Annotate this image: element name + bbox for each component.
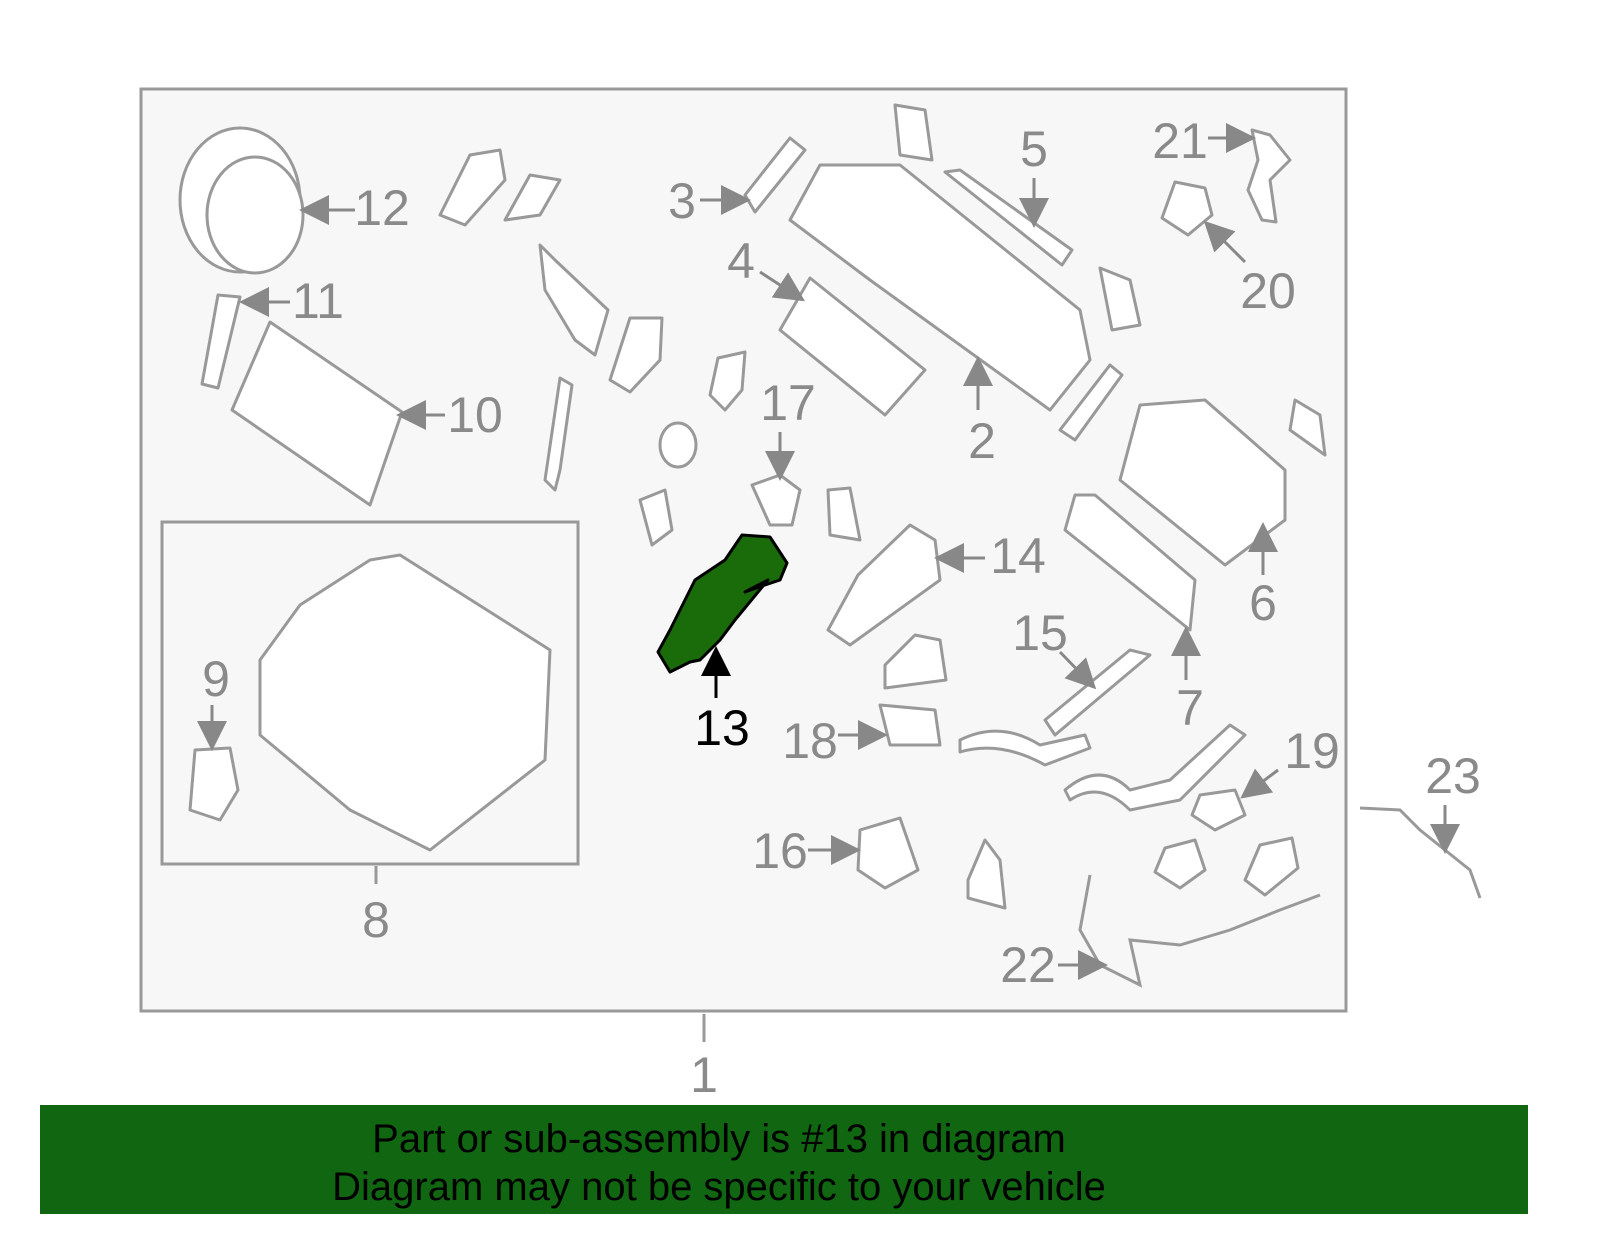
part-hose[interactable] bbox=[958, 729, 1092, 767]
part-actuator[interactable] bbox=[1153, 838, 1207, 890]
callout-4: 4 bbox=[727, 233, 755, 289]
callout-9: 9 bbox=[202, 651, 230, 707]
part-20[interactable] bbox=[1160, 180, 1214, 237]
callout-13: 13 bbox=[694, 700, 750, 756]
callout-2: 2 bbox=[968, 413, 996, 469]
callout-14: 14 bbox=[990, 528, 1046, 584]
part-bracket[interactable] bbox=[503, 173, 562, 222]
part-5[interactable] bbox=[943, 168, 1074, 267]
callout-16: 16 bbox=[752, 823, 808, 879]
part-4[interactable] bbox=[778, 276, 927, 417]
info-banner: Part or sub-assembly is #13 in diagram D… bbox=[40, 1105, 1528, 1214]
part-actuator[interactable] bbox=[1243, 836, 1300, 897]
part-8-heater-unit[interactable] bbox=[258, 553, 552, 852]
callout-11: 11 bbox=[292, 273, 344, 329]
part-flap[interactable] bbox=[638, 488, 674, 547]
part-link[interactable] bbox=[538, 243, 610, 357]
part-gasket[interactable] bbox=[608, 316, 664, 394]
part-hose[interactable] bbox=[1063, 723, 1247, 812]
part-clip[interactable] bbox=[1098, 266, 1142, 332]
callout-8: 8 bbox=[362, 892, 390, 948]
part-flap[interactable] bbox=[826, 486, 862, 542]
part-19[interactable] bbox=[1190, 788, 1247, 832]
part-10-filter[interactable] bbox=[230, 320, 404, 507]
part-clip[interactable] bbox=[1288, 398, 1327, 457]
part-flap[interactable] bbox=[708, 350, 747, 412]
part-12-blower-motor[interactable] bbox=[178, 126, 305, 275]
part-bracket[interactable] bbox=[438, 148, 507, 227]
callout-19: 19 bbox=[1284, 723, 1340, 779]
banner-line-1: Part or sub-assembly is #13 in diagram bbox=[372, 1117, 1066, 1161]
callout-12: 12 bbox=[354, 180, 410, 236]
part-clip[interactable] bbox=[893, 103, 934, 162]
part-14[interactable] bbox=[826, 523, 942, 647]
callout-18: 18 bbox=[782, 713, 838, 769]
banner-line-2: Diagram may not be specific to your vehi… bbox=[332, 1165, 1106, 1209]
part-bracket[interactable] bbox=[883, 633, 948, 690]
part-2-case[interactable] bbox=[788, 163, 1092, 412]
callout-6: 6 bbox=[1249, 575, 1277, 631]
callout-22: 22 bbox=[1000, 937, 1056, 993]
part-15[interactable] bbox=[1043, 648, 1152, 737]
callout-23: 23 bbox=[1425, 748, 1481, 804]
part-23-harness[interactable] bbox=[1359, 806, 1482, 899]
callout-21: 21 bbox=[1152, 113, 1208, 169]
part-21[interactable] bbox=[1246, 128, 1292, 224]
part-rod[interactable] bbox=[543, 376, 574, 492]
callout-10: 10 bbox=[447, 387, 503, 443]
part-13-highlighted[interactable] bbox=[656, 533, 789, 674]
callout-1: 1 bbox=[690, 1047, 718, 1103]
callout-15: 15 bbox=[1012, 605, 1068, 661]
part-18[interactable] bbox=[878, 703, 942, 747]
callout-7: 7 bbox=[1176, 680, 1204, 736]
part-6[interactable] bbox=[1118, 398, 1287, 567]
part-duct[interactable] bbox=[1058, 363, 1124, 442]
part-3[interactable] bbox=[743, 136, 807, 214]
part-seal[interactable] bbox=[658, 421, 698, 469]
part-7[interactable] bbox=[1063, 493, 1197, 632]
part-bracket[interactable] bbox=[966, 838, 1007, 910]
part-11[interactable] bbox=[200, 293, 242, 390]
callout-17: 17 bbox=[760, 375, 816, 431]
part-22-harness[interactable] bbox=[1078, 874, 1321, 988]
callout-20: 20 bbox=[1240, 263, 1296, 319]
callout-3: 3 bbox=[668, 173, 696, 229]
callout-5: 5 bbox=[1020, 121, 1048, 177]
